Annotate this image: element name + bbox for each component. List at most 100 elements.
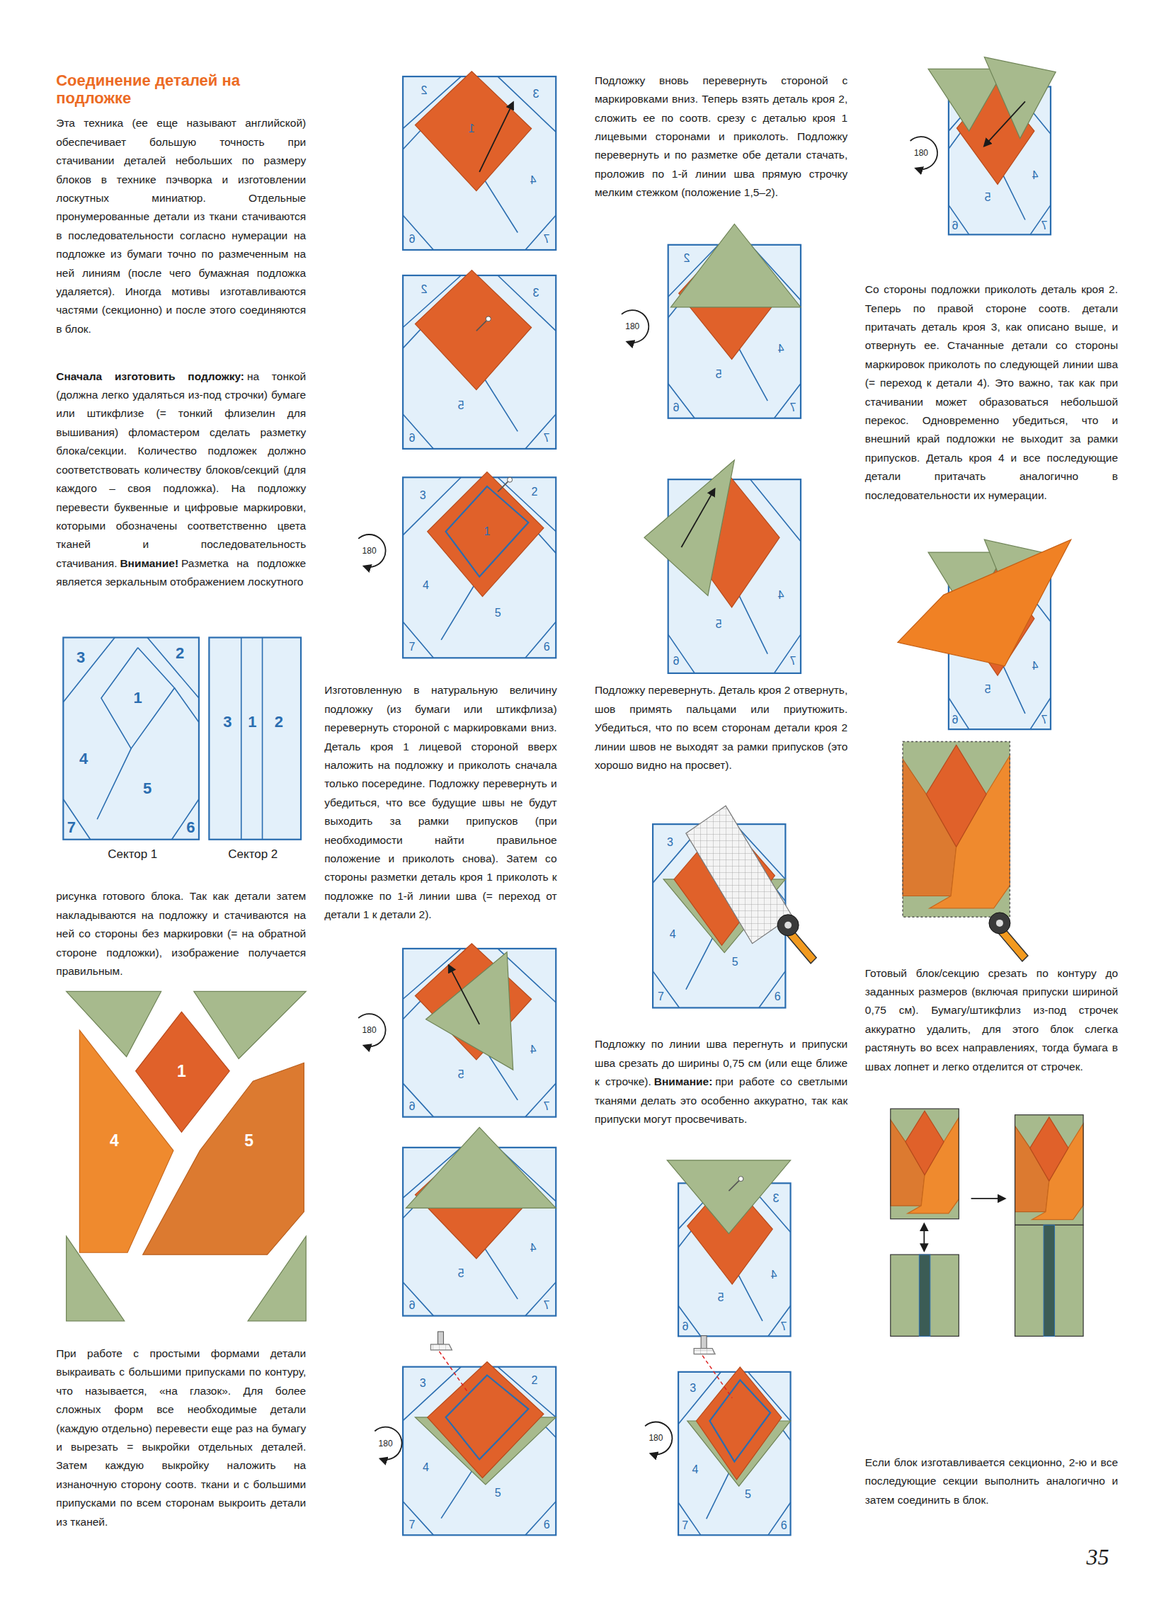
seam-line <box>240 637 243 839</box>
seam-line <box>63 799 90 840</box>
callout-number: 5 <box>458 400 465 412</box>
fabric-piece <box>66 1236 125 1322</box>
callout-number: 4 <box>1032 660 1039 672</box>
tulip-bud <box>1030 1117 1069 1181</box>
seam-line <box>774 383 801 419</box>
direction-arrow <box>479 102 514 173</box>
callout-number: 7 <box>1041 714 1048 726</box>
callout-number: 2 <box>175 645 185 662</box>
figure-caption: Сектор 1 <box>107 848 158 861</box>
callout-number: 6 <box>409 432 416 444</box>
fabric-piece <box>79 1030 174 1253</box>
rotate-180-icon <box>910 136 938 170</box>
seam-line <box>1030 205 1051 236</box>
seam-line <box>172 799 199 840</box>
seam-outline <box>446 1375 529 1460</box>
tulip-block <box>1015 1115 1084 1226</box>
bold-lead: Внимание! <box>119 557 179 570</box>
fabric-piece <box>897 539 1072 667</box>
callout-number: 6 <box>951 714 958 726</box>
rotate-180-icon <box>358 534 386 568</box>
paragraph: Со стороны подложки приколоть деталь кро… <box>865 280 1118 505</box>
fabric-piece <box>247 1236 306 1322</box>
callout-number: 6 <box>681 1321 689 1333</box>
result-arrow <box>971 1197 1006 1200</box>
rotation-label: 180 <box>625 322 640 331</box>
seam-line <box>525 1282 556 1317</box>
tulip-block <box>890 1108 960 1220</box>
callout-number: 6 <box>780 1520 788 1532</box>
callout-number: 6 <box>543 1519 551 1531</box>
seam-line <box>525 215 556 250</box>
callout-number: 5 <box>143 780 152 797</box>
pin-head <box>507 477 513 483</box>
cutter-blade <box>777 914 799 936</box>
fabric-piece <box>666 1160 791 1235</box>
pin-head <box>485 316 491 322</box>
callout-number: 7 <box>543 1100 551 1113</box>
rotate-arrow <box>358 534 386 568</box>
fabric-piece <box>135 1011 231 1133</box>
backing-paper <box>644 460 801 674</box>
seam-line <box>774 634 801 674</box>
backing-paper <box>402 270 556 449</box>
callout-number: 6 <box>774 991 781 1003</box>
fabric-piece <box>414 71 531 192</box>
direction-arrow <box>681 489 715 548</box>
callout-number: 4 <box>529 174 536 187</box>
body-text: Подложку вновь перевернуть стороной с ма… <box>594 74 848 199</box>
callout-number: 3 <box>773 1192 780 1205</box>
seam-line <box>261 637 264 839</box>
paragraph: рисунка готового блока. Так как детали з… <box>55 887 306 981</box>
callout-number: 2 <box>421 84 428 97</box>
stitch-line <box>702 1355 733 1399</box>
body-text: на тонкой (должна легко удаляться из-под… <box>55 370 306 570</box>
seam-line <box>402 621 434 658</box>
callout-number: 4 <box>109 1132 119 1149</box>
pin-head <box>738 1176 744 1182</box>
rotation-label: 180 <box>648 1433 663 1443</box>
direction-arrow <box>984 101 1026 146</box>
callout-number: 5 <box>984 191 991 204</box>
seam-line <box>525 1083 556 1118</box>
callout-number: 4 <box>529 1242 536 1254</box>
callout-number: 4 <box>79 751 88 767</box>
fabric-piece <box>427 1361 544 1478</box>
backing-paper <box>402 1127 556 1316</box>
seam-line <box>668 634 695 674</box>
callout-number: 6 <box>672 402 679 414</box>
callout-number: 4 <box>422 1461 430 1474</box>
callout-number: 2 <box>531 1374 539 1387</box>
callout-number: 5 <box>715 368 722 381</box>
callout-number: 7 <box>681 1520 689 1532</box>
backing-paper <box>63 637 199 839</box>
callout-number: 7 <box>1041 220 1048 232</box>
callout-number: 7 <box>67 819 76 836</box>
paragraph: Сначала изготовить подложку:на тонкой (д… <box>55 367 306 592</box>
fabric-piece <box>695 1367 781 1480</box>
seam-line <box>678 1502 701 1535</box>
bold-lead: Сначала изготовить подложку: <box>55 370 245 383</box>
tulip-bud <box>926 744 987 847</box>
exploded-tulip <box>66 991 307 1321</box>
seam-line <box>96 748 131 820</box>
callout-number: 3 <box>419 1377 427 1390</box>
callout-number: 7 <box>789 402 796 414</box>
callout-number: 1 <box>133 690 143 706</box>
rotate-180-icon <box>374 1427 402 1460</box>
seam-line <box>525 414 556 449</box>
paragraph: Если блок изготавливается секционно, 2-ю… <box>865 1453 1118 1510</box>
presser-foot <box>430 1344 452 1351</box>
callout-number: 4 <box>691 1464 699 1476</box>
callout-number: 7 <box>789 655 796 667</box>
callout-number: 1 <box>484 526 491 538</box>
seam-line <box>948 697 970 730</box>
presser-foot-shank <box>437 1331 444 1345</box>
paragraph: Подложку по линии шва перегнуть и припус… <box>594 1035 848 1129</box>
title: Соединение деталей на подложке <box>55 71 248 107</box>
pin <box>728 1179 740 1191</box>
rotation-label: 180 <box>362 1025 377 1035</box>
rotate-arrow <box>358 1013 386 1047</box>
callout-number: 5 <box>494 1487 502 1499</box>
callout-number: 2 <box>683 252 690 265</box>
